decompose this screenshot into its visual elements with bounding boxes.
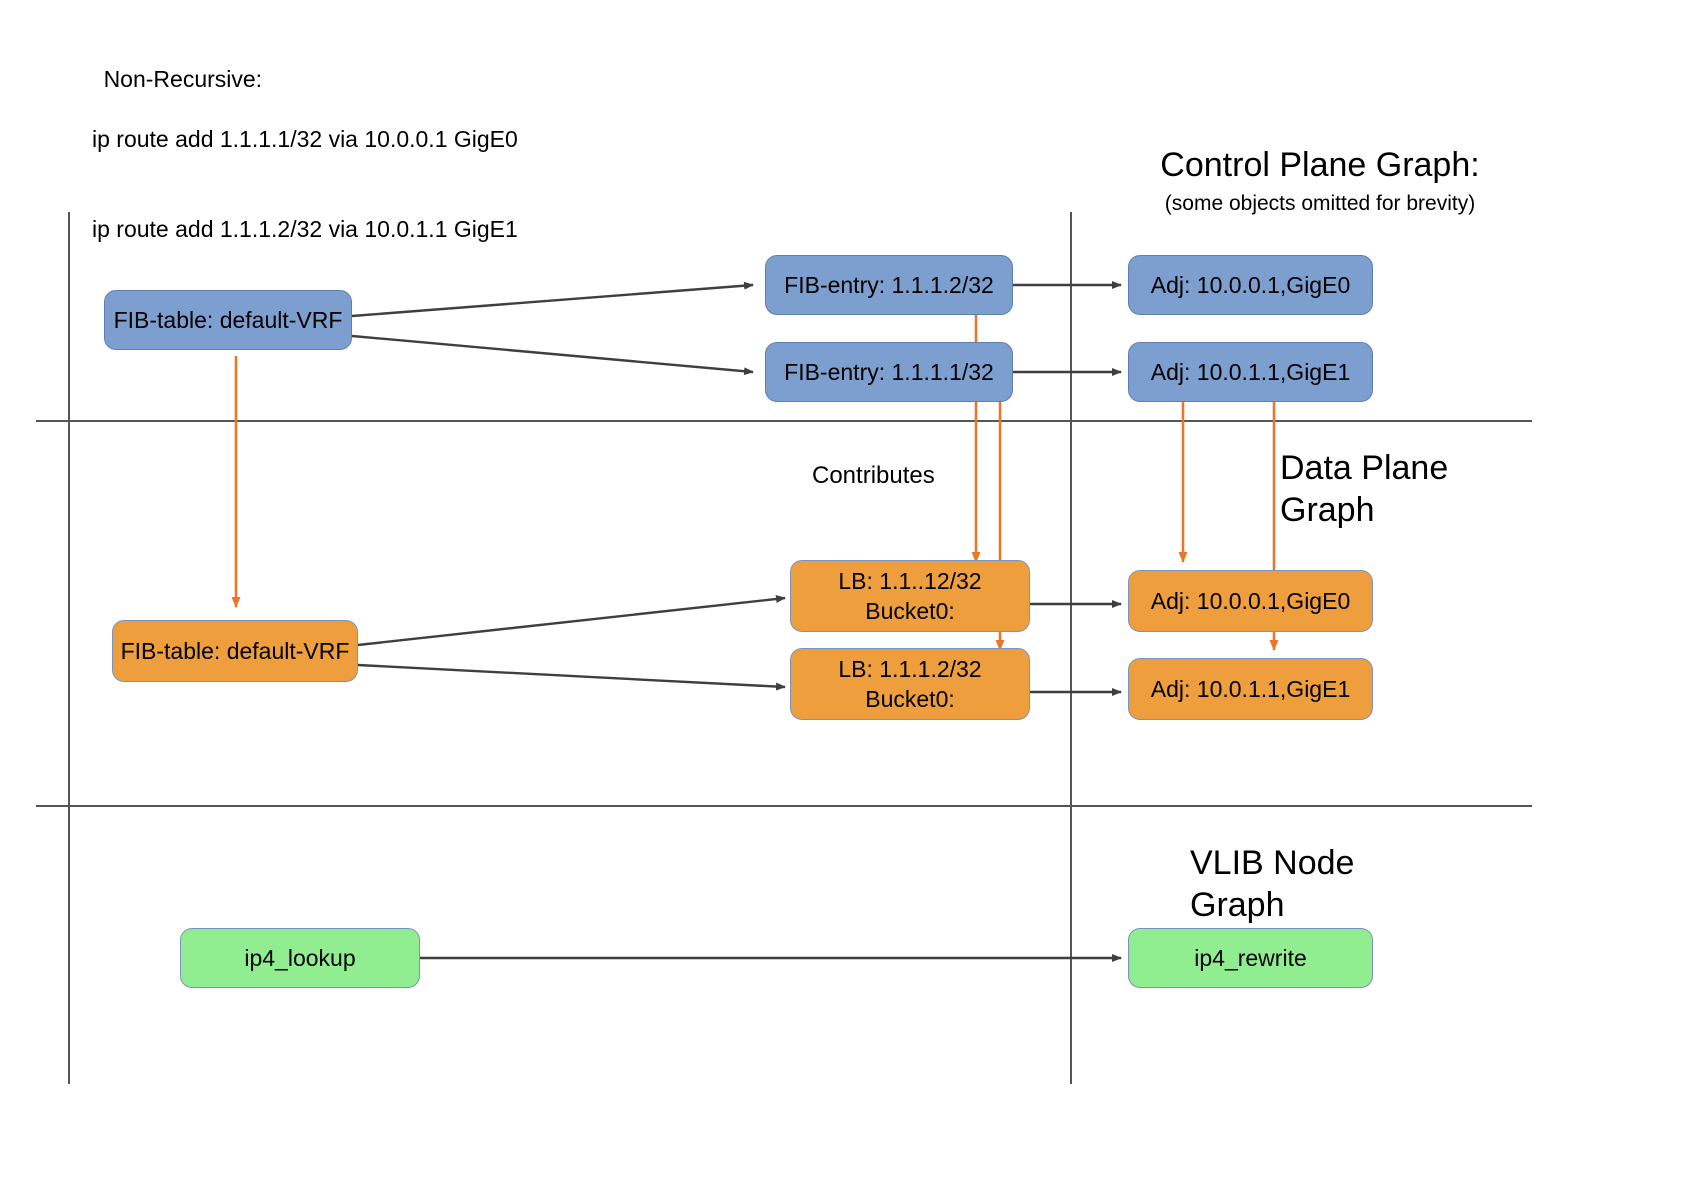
node-label: FIB-entry: 1.1.1.2/32 [784,272,994,298]
route-config-line-2: ip route add 1.1.1.1/32 via 10.0.0.1 Gig… [92,126,518,152]
node-data-plane-fib-table[interactable]: FIB-table: default-VRF [112,620,358,682]
node-data-plane-adj-gige1[interactable]: Adj: 10.0.1.1,GigE1 [1128,658,1373,720]
node-control-plane-adj-gige0[interactable]: Adj: 10.0.0.1,GigE0 [1128,255,1373,315]
data-plane-graph-title-line2: Graph [1280,491,1375,529]
node-control-plane-fib-table[interactable]: FIB-table: default-VRF [104,290,352,350]
node-label: FIB-table: default-VRF [120,638,350,664]
route-config-block: Non-Recursive: ip route add 1.1.1.1/32 v… [78,34,518,304]
vlib-node-graph-title-line1: VLIB Node [1190,844,1355,882]
data-plane-graph-title-line1: Data Plane [1280,449,1449,487]
node-label-line1: LB: 1.1..12/32 [838,568,982,594]
node-label: Adj: 10.0.0.1,GigE0 [1150,272,1351,298]
data-vlib-divider-line [36,805,1532,807]
route-config-line-3: ip route add 1.1.1.2/32 via 10.0.1.1 Gig… [92,216,518,242]
contributes-label: Contributes [812,462,935,489]
left-divider-line [68,212,70,1084]
node-label: FIB-entry: 1.1.1.1/32 [784,359,994,385]
node-load-balance-bottom[interactable]: LB: 1.1.1.2/32 Bucket0: [790,648,1030,720]
node-control-plane-adj-gige1[interactable]: Adj: 10.0.1.1,GigE1 [1128,342,1373,402]
control-plane-graph-subtitle: (some objects omitted for brevity) [1164,192,1476,215]
node-ip4-lookup[interactable]: ip4_lookup [180,928,420,988]
node-ip4-rewrite[interactable]: ip4_rewrite [1128,928,1373,988]
control-data-divider-line [36,420,1532,422]
node-label: ip4_rewrite [1194,945,1307,971]
node-data-plane-adj-gige0[interactable]: Adj: 10.0.0.1,GigE0 [1128,570,1373,632]
route-config-line-1: Non-Recursive: [103,66,263,92]
node-label: Adj: 10.0.1.1,GigE1 [1150,359,1351,385]
node-label: Adj: 10.0.0.1,GigE0 [1150,588,1351,614]
node-label-line1: LB: 1.1.1.2/32 [838,656,982,682]
vlib-node-graph-title-line2: Graph [1190,886,1285,924]
node-fib-entry-1-1-1-1[interactable]: FIB-entry: 1.1.1.1/32 [765,342,1013,402]
node-label-line2: Bucket0: [865,686,955,712]
node-fib-entry-1-1-1-2[interactable]: FIB-entry: 1.1.1.2/32 [765,255,1013,315]
right-divider-line [1070,212,1072,1084]
node-label-line2: Bucket0: [865,598,955,624]
node-load-balance-top[interactable]: LB: 1.1..12/32 Bucket0: [790,560,1030,632]
node-label: FIB-table: default-VRF [113,307,343,333]
node-label: ip4_lookup [244,945,356,971]
control-plane-graph-title: Control Plane Graph: [1160,146,1480,184]
node-label: Adj: 10.0.1.1,GigE1 [1150,676,1351,702]
